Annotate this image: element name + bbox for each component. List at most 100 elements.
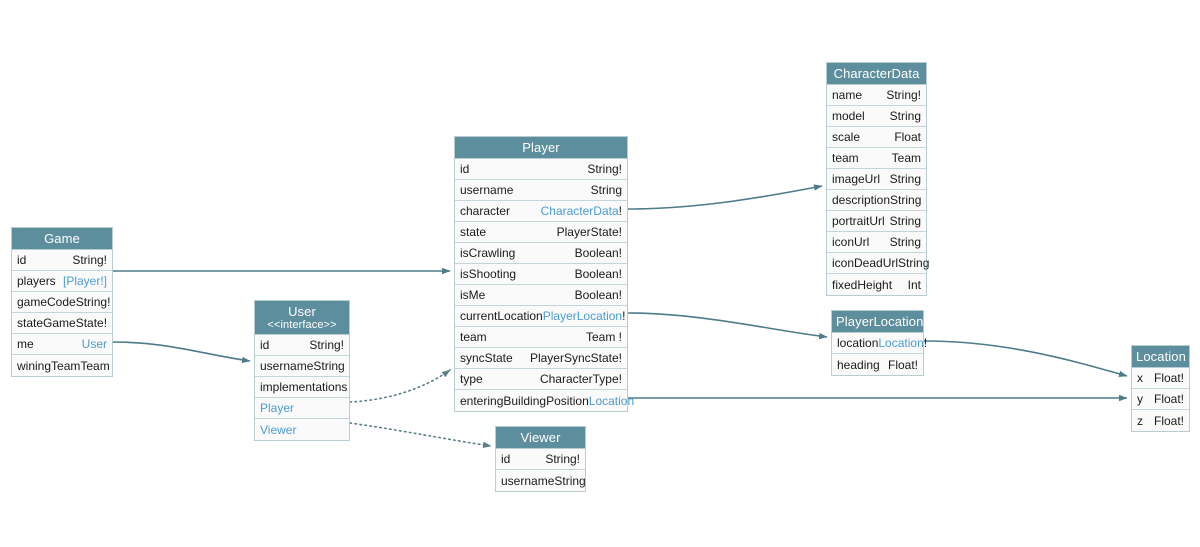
field-name: currentLocation <box>460 309 543 323</box>
field-type: Float! <box>888 358 918 372</box>
field-type: String <box>890 214 921 228</box>
field-type-nonnull-marker: ! <box>618 204 622 218</box>
field-type-text: CharacterType! <box>539 372 622 386</box>
field-name: type <box>460 372 483 386</box>
field-name: y <box>1137 392 1143 406</box>
field-row[interactable]: implementations <box>255 377 349 398</box>
field-name: character <box>460 204 511 218</box>
field-name: description <box>832 193 891 207</box>
field-type-text: Location <box>588 393 635 408</box>
edge-game-me-to-user <box>112 341 251 364</box>
field-name: username <box>260 359 314 373</box>
entity-title: PlayerLocation <box>836 314 924 329</box>
field-name: Viewer <box>260 422 297 437</box>
entity-title: Location <box>1136 349 1186 364</box>
field-type-text: Location <box>878 336 924 350</box>
field-name: location <box>837 336 879 350</box>
entity-header-viewer: Viewer <box>496 427 585 449</box>
field-type-text: Team ! <box>585 330 622 344</box>
field-type-text: CharacterData <box>540 204 619 218</box>
entity-header-game: Game <box>12 228 112 250</box>
field-name: id <box>260 338 270 352</box>
field-type: String <box>890 193 921 207</box>
field-type: String <box>890 235 921 249</box>
field-row[interactable]: type CharacterType! <box>455 369 627 390</box>
entity-header-characterdata: CharacterData <box>827 63 926 85</box>
entity-stereotype: <<interface>> <box>267 319 337 331</box>
field-name: z <box>1137 413 1143 428</box>
entity-title: Game <box>44 231 80 246</box>
field-name: username <box>460 183 514 197</box>
field-type: CharacterType! <box>540 372 622 386</box>
field-type: Boolean! <box>575 288 622 302</box>
field-type: String! <box>72 253 107 267</box>
entity-title: CharacterData <box>833 66 920 81</box>
field-row[interactable]: players[Player!] <box>12 271 112 292</box>
field-name: team <box>832 151 859 165</box>
field-name: name <box>832 88 863 102</box>
field-row[interactable]: Viewer <box>255 419 349 440</box>
field-type-text: Team <box>80 358 110 373</box>
field-type: String <box>890 109 921 123</box>
field-type-nonnull-marker: ! <box>622 309 626 323</box>
field-type: GameState! <box>43 316 107 330</box>
field-row[interactable]: team Team <box>827 148 926 169</box>
field-name: isCrawling <box>460 246 516 260</box>
field-row[interactable]: Player <box>255 398 349 419</box>
field-type-nonnull-marker: ! <box>923 336 928 350</box>
field-type-text: String! <box>587 162 622 176</box>
field-row[interactable]: z Float! <box>1132 410 1189 431</box>
field-row[interactable]: character CharacterData! <box>455 201 627 222</box>
field-type: Int <box>908 278 921 292</box>
edge-player-currentlocation-to-playerlocation <box>627 312 828 340</box>
edge-user-viewer-implementation <box>349 422 492 449</box>
field-type-text: [Player!] <box>62 274 107 288</box>
field-type: PlayerState! <box>557 225 622 239</box>
field-type: String <box>554 474 585 488</box>
field-type-text: String <box>890 193 922 207</box>
field-type: Team <box>892 151 921 165</box>
field-type-text: Float! <box>1153 413 1184 428</box>
edge-user-player-implementation <box>349 369 451 403</box>
